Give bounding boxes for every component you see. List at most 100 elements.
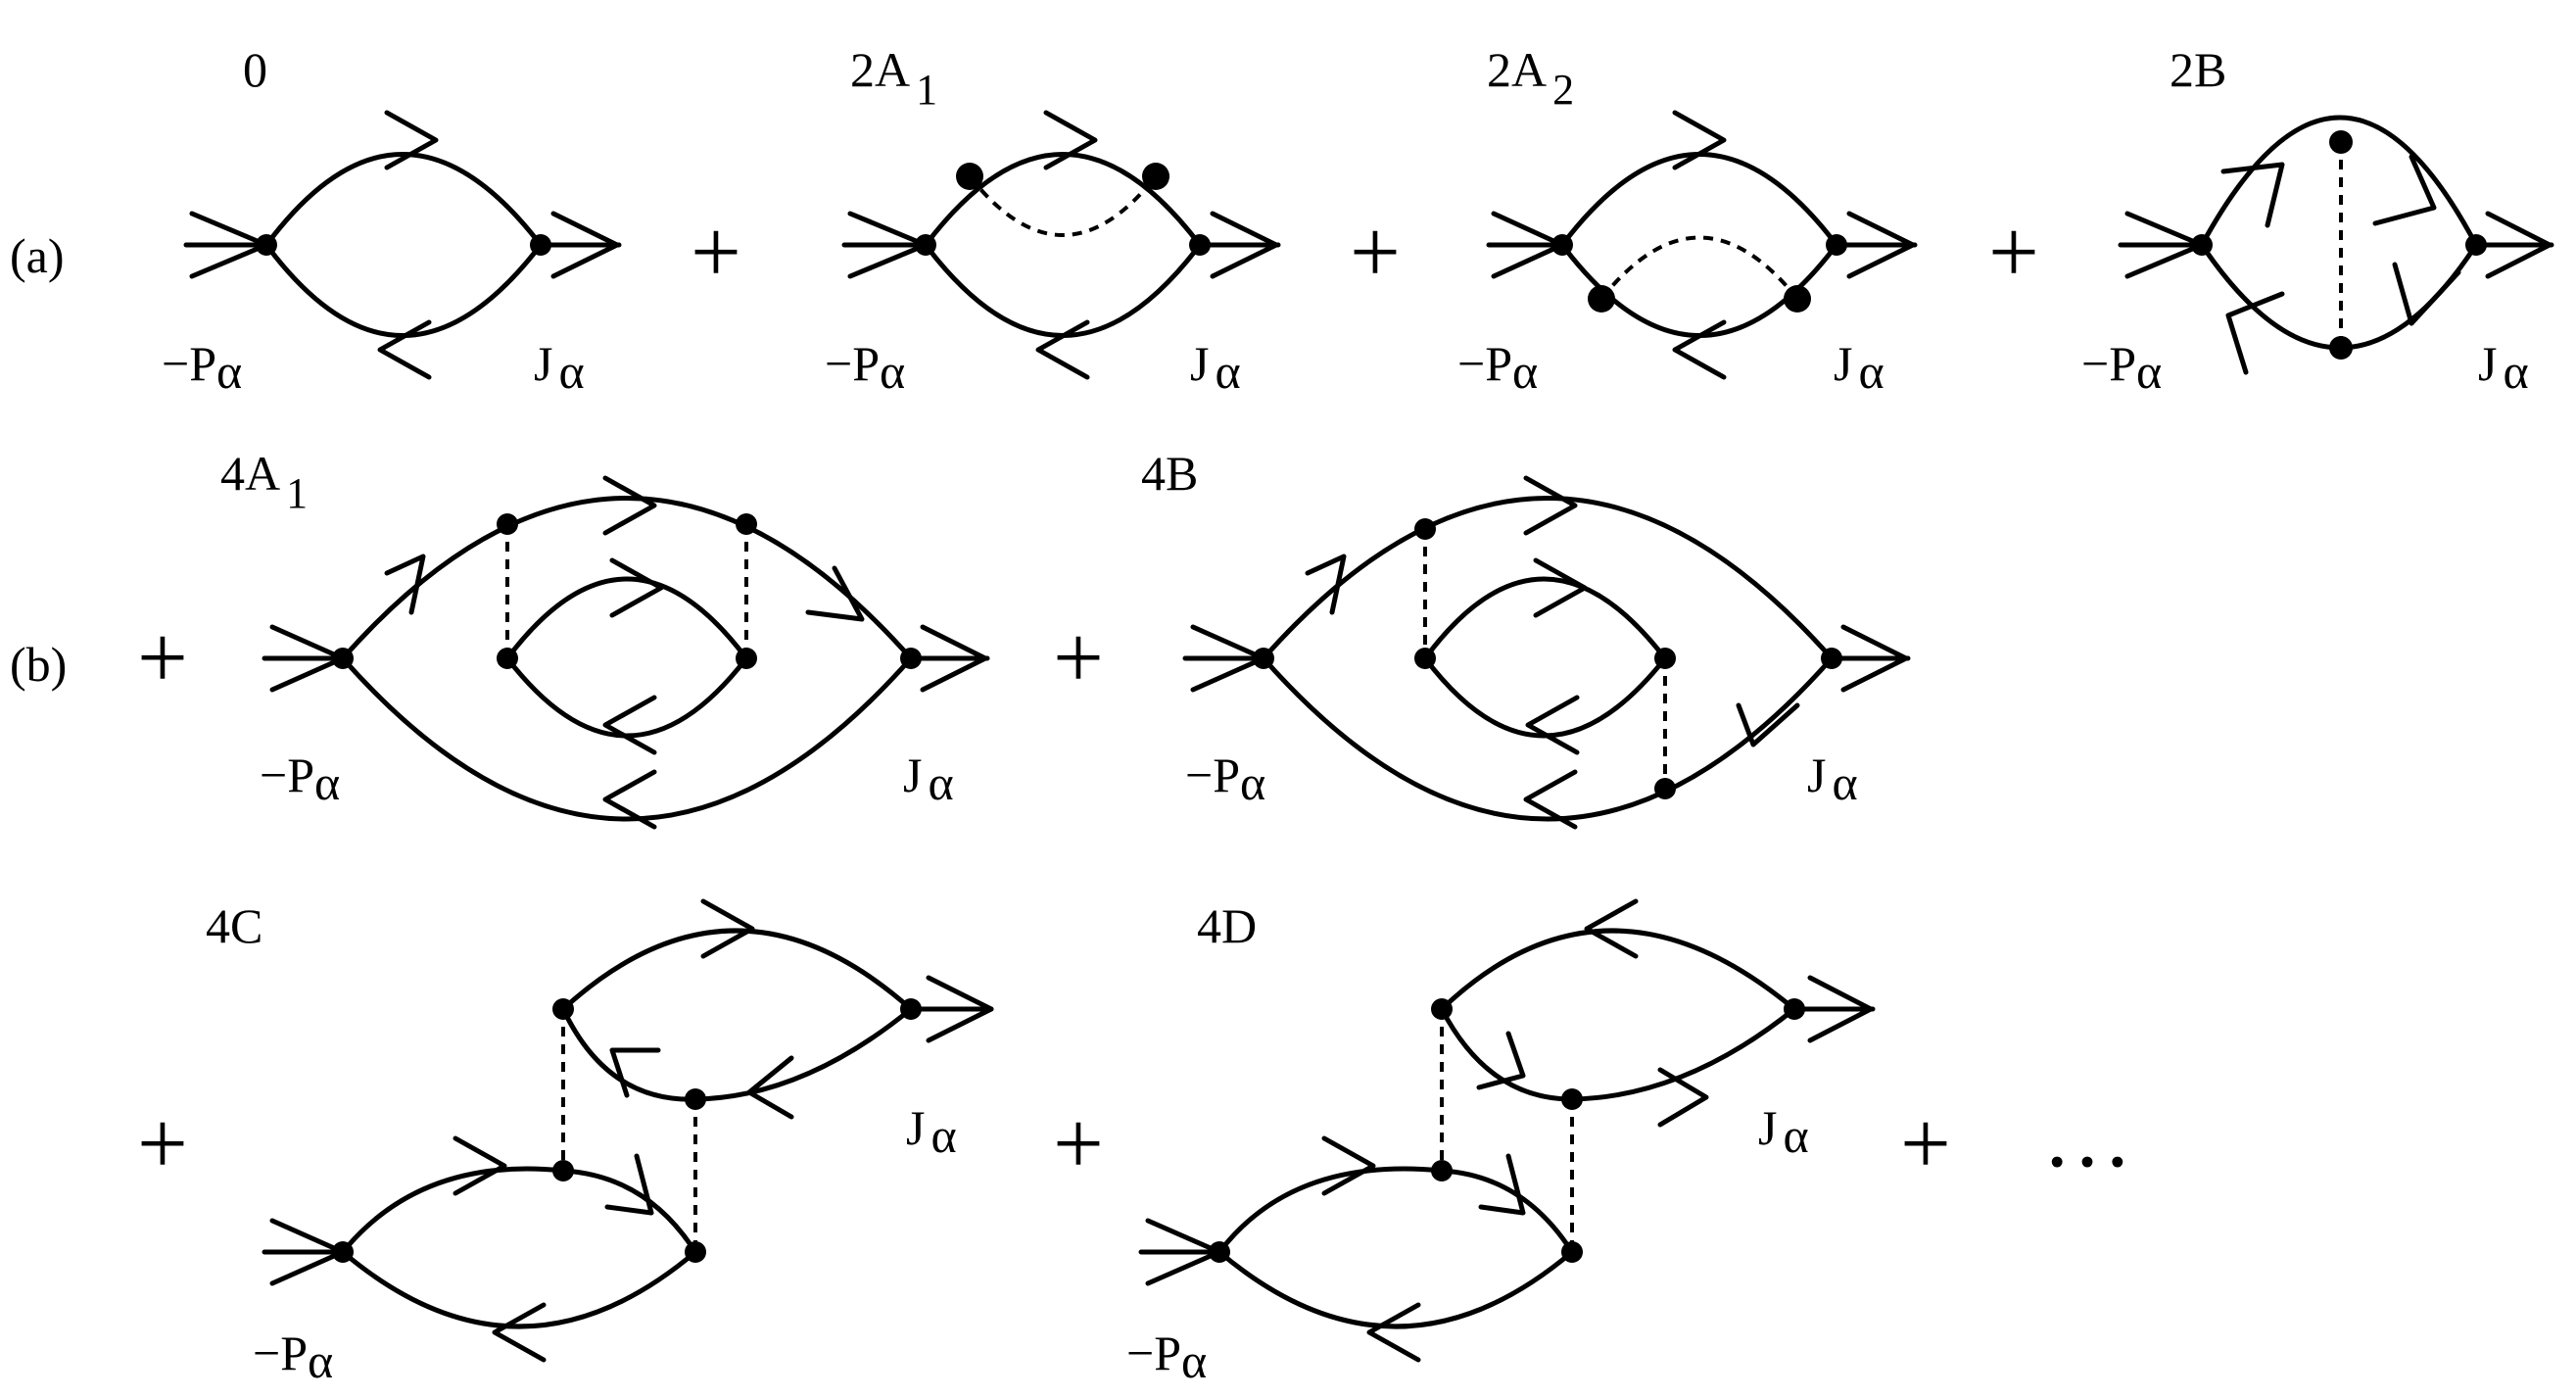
inner-loop-upper (504, 576, 749, 661)
arrow-left (377, 319, 432, 380)
arrow (1523, 769, 1578, 830)
upper-loop-top (1439, 928, 1797, 1012)
vertex (2329, 336, 2353, 360)
arrow (609, 1047, 661, 1098)
propagator-upper (1559, 152, 1839, 248)
outer-loop-upper (1261, 496, 1835, 661)
source-label: −Pα (825, 336, 905, 399)
arrow-right (384, 110, 439, 170)
arrow-head (1846, 211, 1916, 279)
diagram-4c-label: 4C (206, 898, 262, 953)
vertex (900, 648, 922, 669)
vertex (956, 163, 983, 190)
plus-sign: + (137, 607, 188, 707)
arrow-head (1210, 211, 1279, 279)
arrow-head (920, 624, 988, 693)
vertex (1189, 234, 1211, 256)
arrow (1533, 557, 1588, 618)
arrow-right (1672, 110, 1727, 170)
inner-loop-lower (1422, 655, 1668, 739)
vertex (1784, 998, 1805, 1020)
vertex (1561, 1241, 1583, 1263)
arrow-right (1043, 110, 1098, 170)
vertex (685, 1088, 706, 1110)
vertex (2329, 130, 2353, 154)
vertex (1588, 285, 1615, 313)
arrow (602, 769, 657, 830)
vertex (1551, 234, 1573, 256)
vertex (1784, 285, 1811, 313)
ellipsis: … (2042, 1085, 2132, 1185)
inner-loop-upper (1422, 576, 1668, 661)
lower-loop-bottom (1216, 1249, 1575, 1329)
outer-loop-upper (340, 496, 914, 661)
arrow (1366, 1302, 1421, 1363)
arrow-head (2485, 211, 2552, 279)
arrow (2220, 162, 2285, 228)
vertex (1414, 648, 1436, 669)
source-label: −Pα (1126, 1326, 1207, 1388)
plus-sign: + (1053, 607, 1104, 707)
arrow (746, 1055, 794, 1120)
propagator-lower (263, 242, 544, 338)
arrow (602, 475, 657, 536)
source-label: −Pα (1457, 336, 1538, 399)
arrow (805, 565, 865, 622)
vertex (736, 513, 757, 535)
arrow (1305, 554, 1347, 615)
interaction-line (968, 174, 1158, 237)
diagram-4b-label: 4B (1141, 446, 1198, 501)
source-label: −Pα (1185, 747, 1265, 810)
arrow (2225, 291, 2285, 375)
arrow-head (1840, 624, 1909, 693)
plus-sign: + (1053, 1093, 1104, 1193)
plus-sign: + (1900, 1093, 1951, 1193)
row-label-a: (a) (10, 228, 65, 283)
arrow-left (1672, 319, 1727, 380)
vertex (1821, 648, 1842, 669)
vertex (736, 648, 757, 669)
outer-loop-lower (340, 655, 914, 822)
plus-sign: + (1350, 202, 1401, 302)
arrow (1523, 475, 1578, 536)
vertex (552, 998, 574, 1020)
vertex (256, 234, 277, 256)
vertex (1142, 163, 1169, 190)
row-label-b: (b) (10, 637, 67, 692)
vertex (530, 234, 551, 256)
vertex (915, 234, 936, 256)
source-label: −Pα (2081, 336, 2162, 399)
propagator-upper (2199, 115, 2479, 248)
arrow (2372, 154, 2437, 226)
vertex (2465, 234, 2487, 256)
interaction-line (1599, 235, 1799, 301)
source-label: −Pα (253, 1326, 333, 1388)
plus-sign: + (137, 1093, 188, 1193)
vertex (900, 998, 922, 1020)
arrow-head (926, 975, 994, 1043)
propagator-upper (263, 152, 544, 248)
vertex (1654, 778, 1676, 799)
arrow (609, 557, 664, 618)
plus-sign: + (691, 202, 741, 302)
arrow (384, 554, 426, 615)
vertex (1209, 1241, 1230, 1263)
vertex (1431, 1160, 1453, 1181)
arrow (1476, 1031, 1526, 1090)
arrow (604, 1153, 654, 1216)
source-label: −Pα (162, 336, 242, 399)
